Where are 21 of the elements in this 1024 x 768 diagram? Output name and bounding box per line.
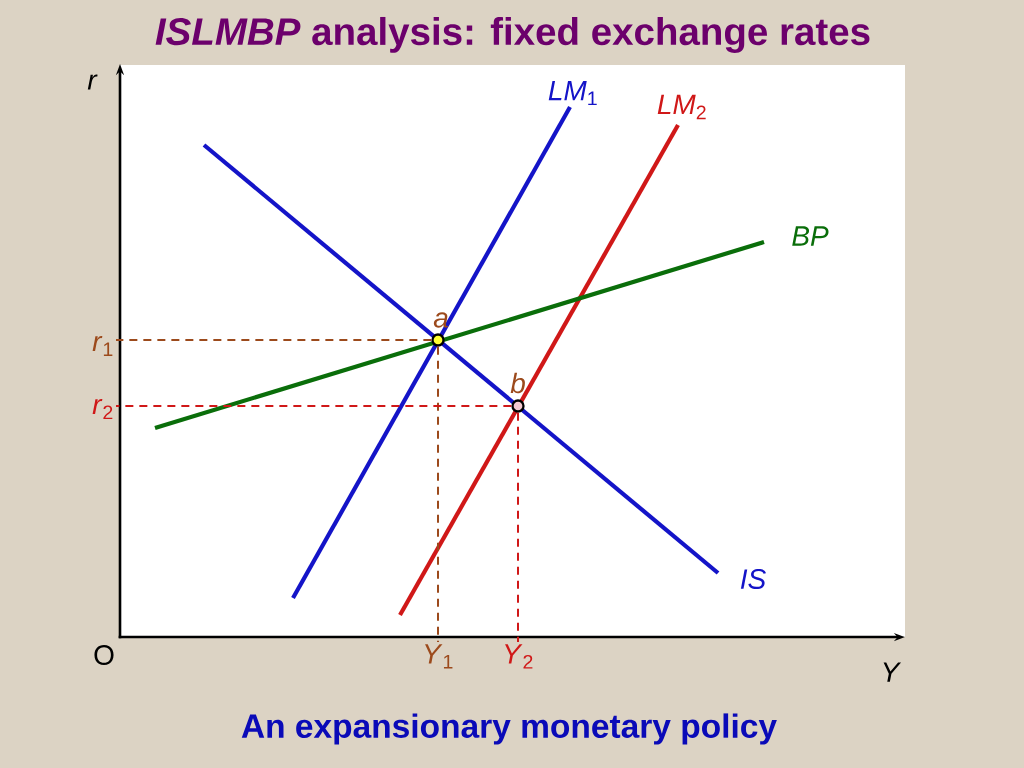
axis-value-label: Y$_{1}$	[425, 644, 453, 669]
guide-line	[437, 345, 439, 643]
curve-label: BP	[792, 226, 829, 246]
axis-value-label: Y$_{2}$	[505, 644, 533, 669]
guide-line	[115, 405, 513, 407]
curve-label: LM$_{1}$	[548, 80, 597, 106]
guide-line	[115, 339, 433, 341]
point-marker	[511, 399, 525, 413]
point-label: b	[510, 372, 525, 394]
title: ISLMBP analysis: fixed exchange rates	[155, 16, 870, 53]
point-label: a	[433, 312, 448, 328]
axis-label: O	[94, 645, 114, 665]
caption: An expansionary monetary policy	[241, 713, 777, 745]
axis-value-label: r$_{1}$	[92, 336, 113, 356]
point-marker	[431, 333, 445, 347]
curve-label: LM$_{2}$	[657, 94, 706, 120]
axis-label: r	[87, 74, 98, 90]
axis-label: Y	[883, 662, 902, 682]
guide-line	[517, 411, 519, 643]
axis-value-label: r$_{2}$	[92, 398, 113, 420]
curve-label: IS	[740, 569, 766, 589]
